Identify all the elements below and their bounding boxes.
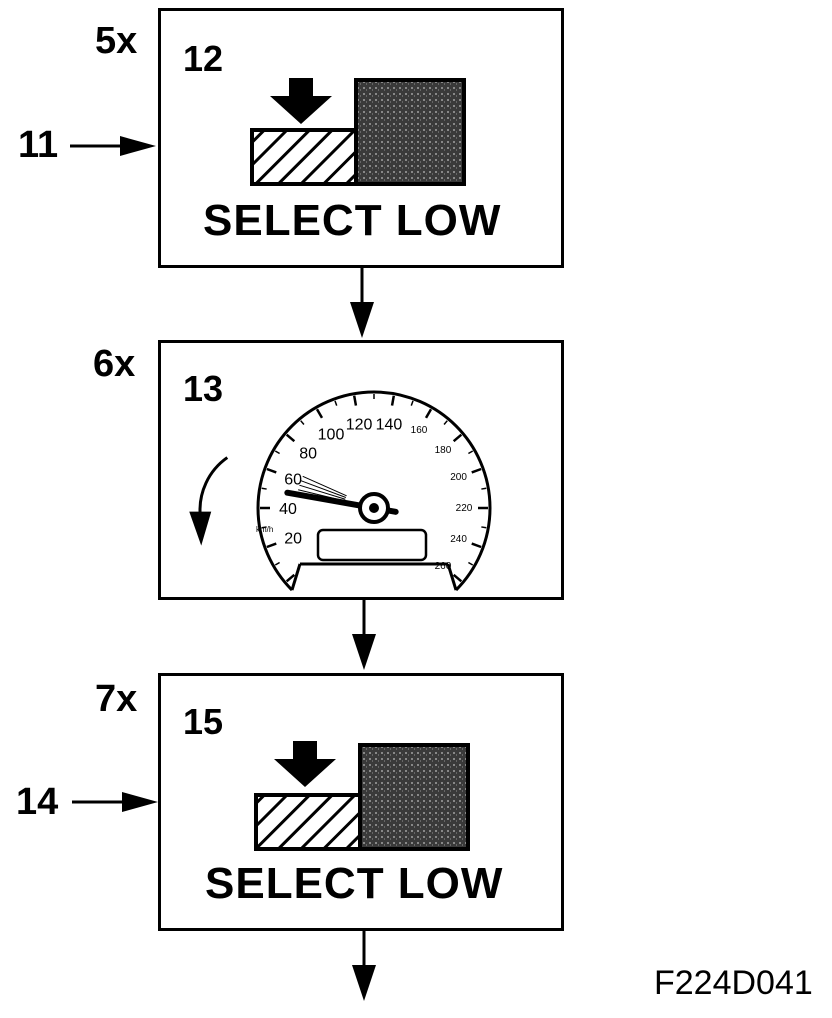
callout-arrow-14-icon xyxy=(72,792,158,812)
dial-tick xyxy=(471,467,482,474)
dial-tick xyxy=(468,561,474,566)
needle-trail xyxy=(302,475,347,497)
panel-select-low-2: 15 SELECT LOW xyxy=(158,673,564,931)
dial-tick xyxy=(266,467,277,474)
dial-base-left xyxy=(290,563,302,591)
tick-label: 200 xyxy=(450,472,467,483)
select-low-text: SELECT LOW xyxy=(205,859,504,908)
panel-number: 12 xyxy=(183,38,224,79)
dial-tick xyxy=(481,487,487,490)
tick-label: 160 xyxy=(411,425,428,436)
dial-tick xyxy=(334,400,338,406)
select-low-text: SELECT LOW xyxy=(203,196,502,245)
tick-label: 140 xyxy=(376,416,403,433)
flow-arrow-2-icon xyxy=(352,598,376,670)
callout-arrow-11-icon xyxy=(70,136,156,156)
dial-tick xyxy=(468,450,474,455)
dial-tick xyxy=(274,450,280,455)
panel-number: 13 xyxy=(183,368,224,409)
step-label-7x: 7x xyxy=(95,678,138,720)
dial-tick xyxy=(266,542,277,549)
tick-label: 260 xyxy=(435,561,452,572)
tick-label: 240 xyxy=(450,534,467,545)
dial-tick xyxy=(390,395,396,406)
dial-base-right xyxy=(446,563,458,591)
decrease-arrowhead-icon xyxy=(189,511,212,546)
callout-11: 11 xyxy=(18,124,59,166)
tick-label: 220 xyxy=(456,503,473,514)
dial-tick xyxy=(452,573,463,583)
decrease-arrow-icon xyxy=(198,456,229,516)
dial-tick xyxy=(424,408,433,419)
dial-tick xyxy=(315,408,324,419)
step-label-5x: 5x xyxy=(95,20,138,62)
dial-tick xyxy=(352,395,358,406)
gear-low-icon xyxy=(254,741,470,851)
needle-trail xyxy=(300,480,347,498)
tick-label: 120 xyxy=(346,416,373,433)
dial-tick xyxy=(300,420,305,425)
dial-tick xyxy=(285,573,296,583)
dial-tick xyxy=(274,561,280,566)
dial-tick xyxy=(443,420,448,425)
odometer-display xyxy=(316,528,428,562)
needle-trail xyxy=(299,484,346,500)
dial-tick xyxy=(261,487,267,490)
flow-arrow-1-icon xyxy=(350,266,374,338)
tick-label: 40 xyxy=(279,501,297,518)
dial-tick xyxy=(471,542,482,549)
callout-14: 14 xyxy=(16,781,59,823)
dial-tick xyxy=(261,526,267,529)
step-label-6x: 6x xyxy=(93,343,136,385)
figure-id: F224D041 xyxy=(654,964,813,1002)
tick-label: 180 xyxy=(435,445,452,456)
panel-number: 15 xyxy=(183,701,224,742)
tick-label: 60 xyxy=(284,472,302,489)
tick-label: 100 xyxy=(318,427,345,444)
needle-hub-center xyxy=(369,503,379,513)
panel-select-low-1: 12 SELECT LOW xyxy=(158,8,564,268)
unit-label: km/h xyxy=(256,525,273,534)
dial-tick xyxy=(410,400,414,406)
gear-low-icon xyxy=(250,78,466,186)
tick-label: 80 xyxy=(299,446,317,463)
dial-outline xyxy=(256,390,492,592)
dial-tick xyxy=(481,526,487,529)
dial-tick xyxy=(452,433,463,443)
tick-label: 20 xyxy=(284,530,302,547)
flow-arrow-3-icon xyxy=(352,931,376,1001)
dial-tick xyxy=(285,433,296,443)
